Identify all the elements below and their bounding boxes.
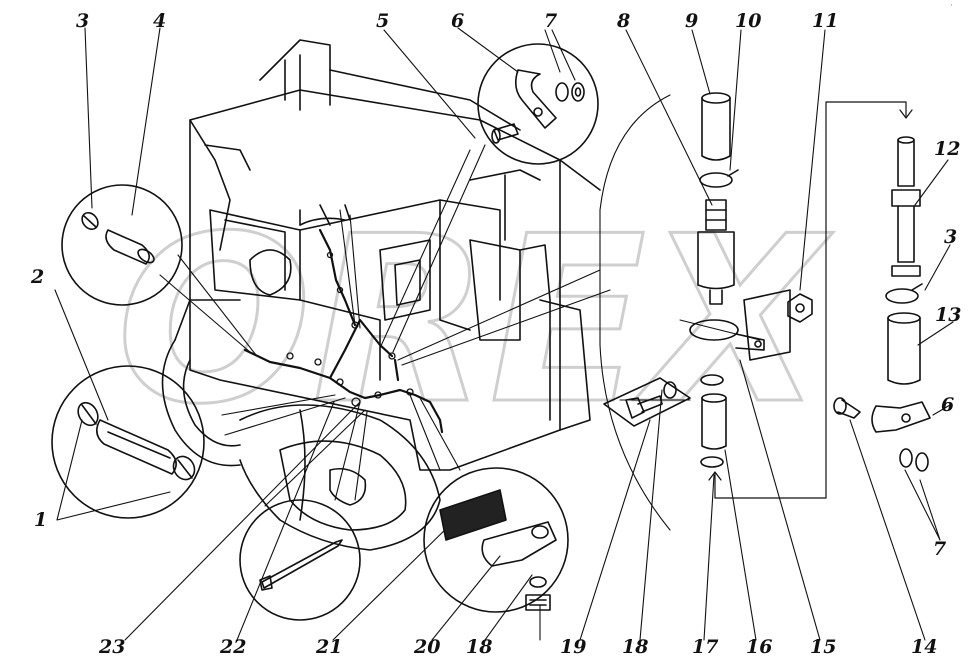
callout-6-right: 6 <box>941 394 955 416</box>
callout-2: 2 <box>31 266 45 288</box>
callout-22: 22 <box>220 636 247 658</box>
nut-11 <box>787 293 813 323</box>
callout-20: 20 <box>414 636 441 658</box>
detail-circle-hose-clamps <box>51 365 205 519</box>
callout-19: 19 <box>560 636 587 658</box>
assembly-arrows <box>708 101 913 499</box>
callout-9: 9 <box>685 10 699 32</box>
screw-14 <box>833 397 861 419</box>
bracket-6b <box>871 401 931 433</box>
callout-12: 12 <box>934 138 961 160</box>
callout-10: 10 <box>735 10 762 32</box>
callout-11: 11 <box>812 10 839 32</box>
callout-3: 3 <box>76 10 90 32</box>
callout-13: 13 <box>935 304 962 326</box>
callout-7-right: 7 <box>933 538 947 560</box>
clamp-3b <box>885 283 923 304</box>
hose-line <box>243 228 444 434</box>
callout-3-right: 3 <box>944 226 958 248</box>
clamp-17 <box>700 456 724 468</box>
callout-17: 17 <box>692 636 719 658</box>
bolt-19 <box>603 377 691 427</box>
detail-circle-bracket-bolt <box>423 467 569 613</box>
callout-23: 23 <box>99 636 126 658</box>
callout-1: 1 <box>34 509 48 531</box>
callout-21: 21 <box>316 636 343 658</box>
sleeve-16 <box>701 393 727 450</box>
fitting-8 <box>697 199 735 305</box>
pipe-12 <box>891 136 921 277</box>
detail-circle-clamp-hose <box>61 184 183 306</box>
callout-4: 4 <box>153 10 167 32</box>
corner-mark: · <box>950 1 953 11</box>
callout-8: 8 <box>617 10 631 32</box>
callout-15: 15 <box>810 636 837 658</box>
callout-18: 18 <box>466 636 493 658</box>
sleeve-13 <box>887 312 921 385</box>
bracket-15 <box>689 289 791 361</box>
leader-lines <box>54 27 954 641</box>
detail-circle-bracket-screw <box>477 43 599 165</box>
callout-7: 7 <box>544 10 558 32</box>
callout-5: 5 <box>376 10 390 32</box>
callout-14: 14 <box>911 636 938 658</box>
clamp-10 <box>699 169 739 188</box>
washer-18 <box>663 381 677 399</box>
callout-6: 6 <box>451 10 465 32</box>
callout-16: 16 <box>746 636 773 658</box>
clamp-top-17 <box>700 374 724 386</box>
detail-circle-cable-tie <box>239 499 361 621</box>
sleeve-9 <box>701 92 731 161</box>
callout-18-right: 18 <box>622 636 649 658</box>
washers-7b <box>899 448 929 472</box>
